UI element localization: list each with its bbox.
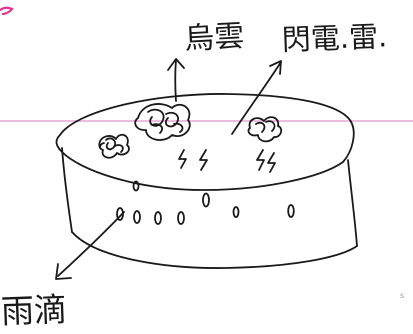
arrow-to-raindrops xyxy=(55,211,125,280)
label-dark-clouds: 烏雲 xyxy=(183,18,246,57)
lightning-bolt-2 xyxy=(199,149,208,171)
cloud-top-outline xyxy=(55,93,355,191)
arrow-to-lightning-thunder xyxy=(231,60,282,135)
label-lightning-thunder: 閃電.雷. xyxy=(281,19,388,57)
page-mark: s xyxy=(400,291,405,300)
dark-cloud-scribble-right xyxy=(247,116,283,143)
label-raindrops: 雨滴 xyxy=(0,289,68,331)
lightning-bolt-4 xyxy=(267,152,276,173)
dark-cloud-scribble-left xyxy=(98,133,130,159)
cloud-left-side xyxy=(61,147,73,233)
lightning-bolt-1 xyxy=(178,149,187,169)
arrow-to-dark-clouds xyxy=(167,58,185,102)
dark-cloud-scribble-center xyxy=(134,103,191,141)
corner-pen-mark xyxy=(0,6,14,16)
lightning-bolt-3 xyxy=(256,149,265,171)
cloud-bottom-outline xyxy=(71,231,358,269)
raindrops xyxy=(116,180,295,225)
cloud-right-side xyxy=(347,159,358,247)
